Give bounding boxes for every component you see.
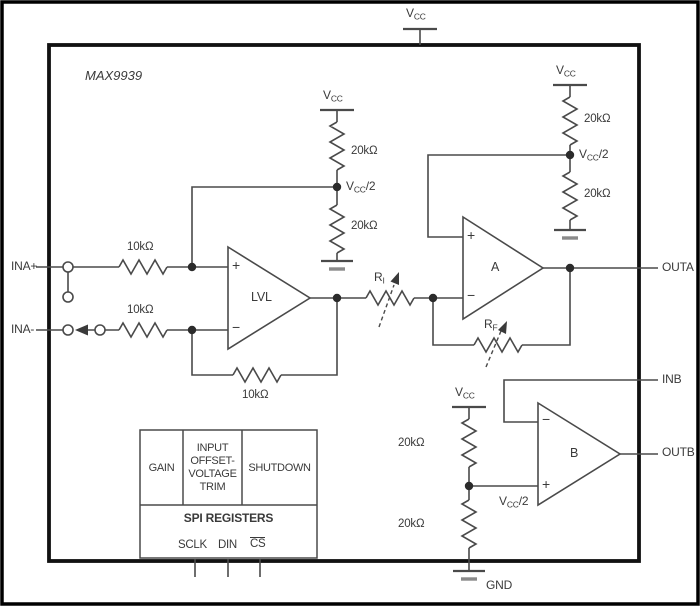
value-20k-b-top: 20kΩ	[398, 437, 425, 449]
spi-cell-gain: GAIN	[148, 461, 175, 474]
wire-ina-plus	[36, 266, 228, 292]
opamp-a-plus-mark: +	[467, 227, 475, 243]
resistor-20k-a-bottom	[561, 171, 579, 221]
pin-gnd: GND	[486, 578, 513, 592]
value-20k-mid-top: 20kΩ	[351, 145, 378, 157]
label-rf: RF	[484, 317, 498, 333]
opamp-a-label: A	[491, 260, 500, 274]
value-20k-mid-bottom: 20kΩ	[351, 220, 378, 232]
net-label-vcc-top: VCC	[406, 6, 426, 22]
opamp-a-minus-mark: −	[467, 287, 475, 303]
chip-outline	[47, 43, 641, 563]
resistor-rf	[473, 336, 523, 354]
value-10k-feedback: 10kΩ	[242, 389, 269, 401]
trimmer-arrow-rf	[485, 321, 507, 368]
opamp-b-minus-mark: −	[542, 411, 550, 427]
label-ri: RI	[374, 270, 385, 286]
pin-sclk: SCLK	[178, 539, 207, 551]
vcc-rail-icons	[320, 27, 587, 409]
value-20k-a-top: 20kΩ	[584, 113, 611, 125]
value-10k-ina-minus: 10kΩ	[127, 304, 154, 316]
resistor-20k-a-top	[561, 96, 579, 146]
ground-icon-gnd	[453, 569, 485, 581]
wires	[36, 29, 658, 577]
opamp-b-plus-mark: +	[542, 476, 550, 492]
chip-title: MAX9939	[85, 68, 143, 83]
wire-lvl-feedback	[191, 298, 338, 376]
resistor-20k-b-bottom	[460, 499, 478, 549]
pin-cs: CS	[250, 537, 266, 550]
trimmer-arrow-ri	[378, 272, 399, 328]
junction-dots	[187, 150, 575, 491]
value-20k-a-bottom: 20kΩ	[584, 188, 611, 200]
pin-ina-minus: INA-	[11, 322, 35, 336]
wire-rf-loop	[432, 268, 571, 346]
spi-cell-offset-trim: INPUT OFFSET- VOLTAGE TRIM	[188, 441, 237, 493]
spi-registers-title: SPI REGISTERS	[183, 511, 274, 525]
value-10k-ina-plus: 10kΩ	[127, 241, 154, 253]
resistor-10k-feedback	[232, 366, 282, 384]
resistor-10k-ina-minus	[118, 321, 168, 339]
ground-icon-mid	[321, 259, 353, 271]
spi-cell-shutdown: SHUTDOWN	[248, 461, 311, 474]
opamp-a-symbol	[462, 215, 545, 321]
opamp-lvl-minus-mark: −	[232, 319, 240, 335]
switch-ina-minus-icon	[62, 324, 106, 336]
net-label-vcchalf-mid: VCC/2	[346, 179, 376, 195]
opamp-lvl-symbol	[227, 245, 312, 351]
pin-ina-plus: INA+	[11, 259, 38, 273]
pin-inb: INB	[662, 372, 682, 386]
resistor-20k-mid-bottom	[328, 204, 346, 254]
resistor-10k-ina-plus	[118, 258, 168, 276]
pin-outb: OUTB	[662, 445, 695, 459]
resistor-20k-b-top	[460, 418, 478, 468]
opamp-b-symbol	[537, 401, 622, 507]
switch-ina-plus-icon	[62, 261, 74, 303]
wire-inb	[503, 379, 658, 423]
pin-din: DIN	[218, 539, 237, 551]
net-label-vcchalf-b: VCC/2	[499, 494, 529, 510]
net-label-vcc-mid: VCC	[323, 88, 343, 104]
wire-a-plus-bias	[427, 154, 570, 238]
wire-vcchalf-to-lvl-plus	[191, 186, 337, 267]
opamp-lvl-plus-mark: +	[232, 257, 240, 273]
net-label-vcc-b: VCC	[455, 385, 475, 401]
opamp-b-label: B	[570, 446, 579, 460]
spi-register-box	[139, 429, 318, 559]
value-20k-b-bottom: 20kΩ	[398, 518, 425, 530]
spi-pin-stubs	[194, 559, 261, 577]
opamp-lvl-label: LVL	[251, 290, 272, 304]
pin-outa: OUTA	[662, 260, 694, 274]
resistor-20k-mid-top	[328, 121, 346, 171]
net-label-vcchalf-a: VCC/2	[579, 147, 609, 163]
ground-icon-a	[554, 228, 586, 240]
net-label-vcc-a: VCC	[556, 63, 576, 79]
